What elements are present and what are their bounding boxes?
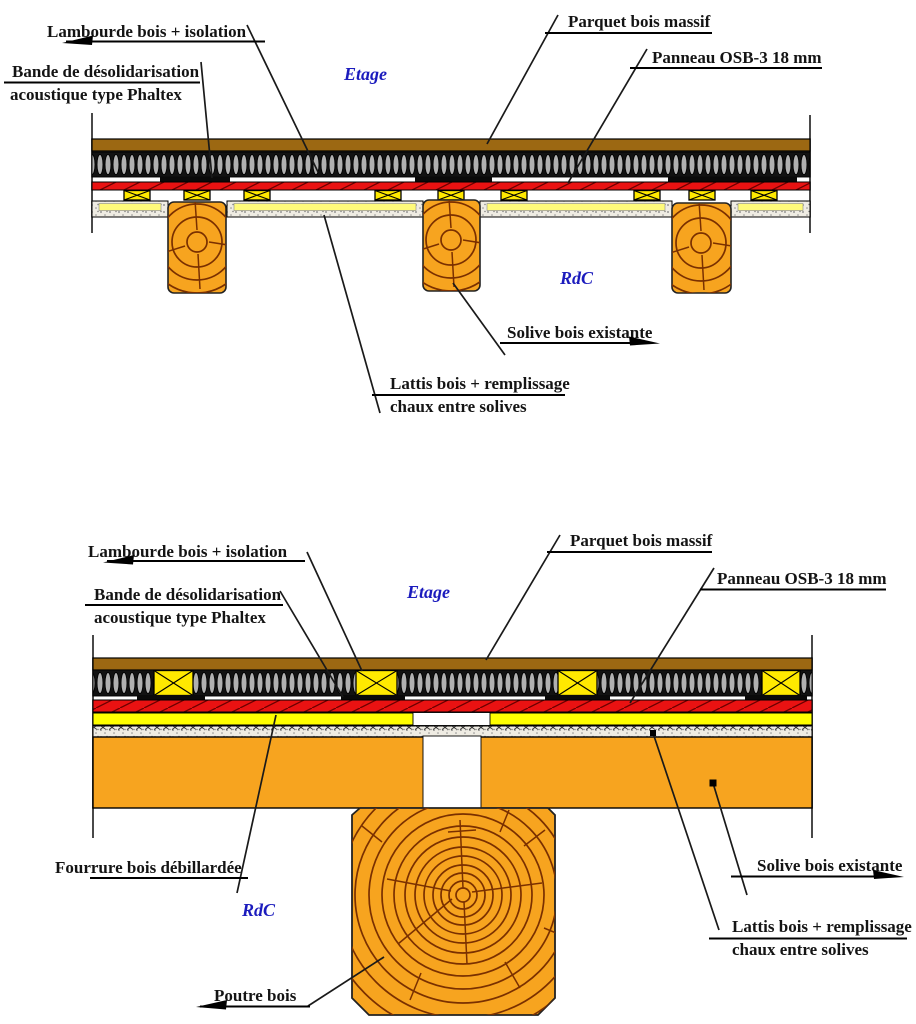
diagram1-label-lattis: Lattis bois + remplissage chaux entre so… [372, 374, 570, 416]
label-bande-line2: acoustique type Phaltex [94, 608, 266, 627]
diagram1-zone-etage: Etage [343, 64, 387, 84]
diagram2-poutre-beam [351, 807, 556, 1016]
label-lattis-line1: Lattis bois + remplissage [732, 917, 912, 936]
diagram1-osb-layer [91, 181, 811, 191]
label-solive-text: Solive bois existante [757, 856, 903, 875]
diagram1-leader-lines [200, 14, 648, 414]
diagram2-label-lattis: Lattis bois + remplissage chaux entre so… [709, 917, 912, 959]
arrowhead-left [62, 35, 93, 45]
diagram2-section: Lambourde bois + isolation Bande de déso… [55, 531, 912, 1016]
arrowhead-left [103, 555, 134, 565]
diagram1-joist-3 [671, 202, 732, 294]
arrowhead-left [196, 1000, 227, 1010]
diagram2-label-osb: Panneau OSB-3 18 mm [700, 569, 887, 591]
diagram1-lattis-layer [91, 200, 811, 218]
diagram2-label-bande: Bande de désolidarisation acoustique typ… [85, 585, 283, 627]
label-parquet-text: Parquet bois massif [568, 12, 711, 31]
diagram2-insulation-layer [92, 669, 813, 697]
diagram2-lattis-layer [92, 725, 813, 738]
label-parquet-text: Parquet bois massif [570, 531, 713, 550]
diagram2-fourrure-layer [92, 712, 813, 726]
diagram1-label-osb: Panneau OSB-3 18 mm [630, 48, 822, 69]
label-poutre-text: Poutre bois [214, 986, 297, 1005]
diagram1-label-parquet: Parquet bois massif [545, 12, 712, 34]
label-bande-line2: acoustique type Phaltex [10, 85, 182, 104]
diagram1-zone-rdc: RdC [559, 268, 594, 288]
diagram2-zone-etage: Etage [406, 582, 450, 602]
label-osb-text: Panneau OSB-3 18 mm [652, 48, 822, 67]
diagram1-section: Lambourde bois + isolation Bande de déso… [4, 12, 822, 416]
leader-dot-lattis [650, 730, 656, 736]
diagram2-parquet-layer [92, 657, 813, 671]
label-bande-line1: Bande de désolidarisation [12, 62, 200, 81]
label-fourrure-text: Fourrure bois débillardée [55, 858, 242, 877]
leader-dot-solive [709, 779, 717, 787]
arrowhead-right [873, 870, 904, 879]
diagram1-insulation-layer [91, 151, 811, 178]
label-lambourde-text: Lambourde bois + isolation [47, 22, 247, 41]
diagram2-desolidarisation-strips [137, 695, 807, 701]
diagram2-label-lambourde: Lambourde bois + isolation [88, 542, 305, 565]
diagram2-label-solive: Solive bois existante [731, 856, 904, 879]
label-bande-line1: Bande de désolidarisation [94, 585, 282, 604]
diagram2-lambourde-battens [153, 669, 801, 697]
diagram1-label-bande: Bande de désolidarisation acoustique typ… [4, 62, 200, 104]
diagram2-label-fourrure: Fourrure bois débillardée [55, 858, 248, 879]
diagram2-zone-rdc: RdC [241, 900, 276, 920]
label-lattis-line1: Lattis bois + remplissage [390, 374, 570, 393]
diagram1-joist-2 [422, 199, 481, 292]
diagram1-joist-1 [167, 201, 227, 294]
diagram2-solive-band [92, 735, 813, 810]
diagram2-osb-layer [92, 699, 813, 713]
diagram1-label-lambourde: Lambourde bois + isolation [47, 22, 265, 45]
diagram2-label-parquet: Parquet bois massif [547, 531, 713, 553]
diagram1-desolidarisation-strips [160, 176, 797, 183]
diagram1-label-solive: Solive bois existante [500, 323, 660, 346]
label-lattis-line2: chaux entre solives [732, 940, 869, 959]
diagram2-label-poutre: Poutre bois [196, 986, 310, 1010]
label-lambourde-text: Lambourde bois + isolation [88, 542, 288, 561]
arrowhead-right [629, 336, 660, 346]
label-osb-text: Panneau OSB-3 18 mm [717, 569, 887, 588]
label-solive-text: Solive bois existante [507, 323, 653, 342]
diagram1-lambourde-battens [123, 189, 778, 201]
label-lattis-line2: chaux entre solives [390, 397, 527, 416]
diagram1-parquet-layer [91, 138, 811, 152]
